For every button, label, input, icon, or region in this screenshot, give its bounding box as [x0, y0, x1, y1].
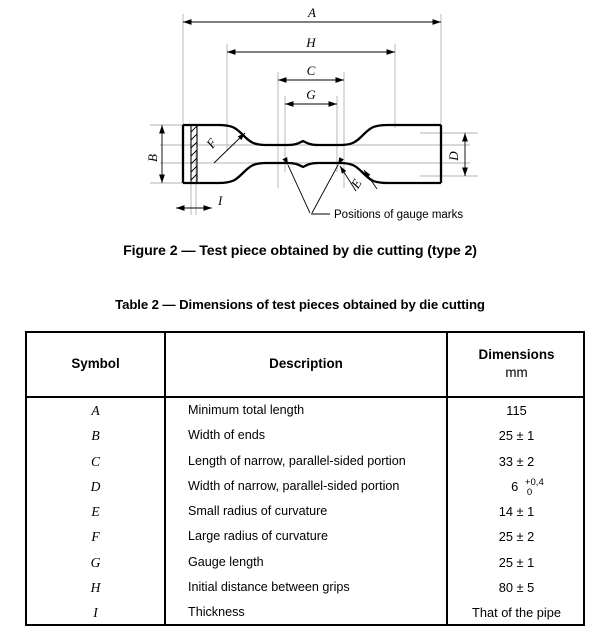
- gauge-mark-leader: [282, 157, 344, 215]
- table-cell-symbol: G: [90, 554, 101, 570]
- table-cell-dimension: 115: [506, 403, 527, 418]
- table-row: G Gauge length 25 ± 1: [25, 550, 585, 575]
- table-cell-description: Length of narrow, parallel-sided portion: [188, 453, 406, 468]
- table-cell-description: Minimum total length: [188, 403, 305, 417]
- table-header-dimensions-unit: mm: [505, 364, 528, 380]
- table-caption: Table 2 — Dimensions of test pieces obta…: [115, 297, 485, 312]
- dimension-line-h: H: [227, 35, 395, 55]
- dimension-label-c: C: [307, 63, 316, 78]
- figure-drawing: A H C G: [0, 0, 600, 232]
- dimension-line-i: I: [176, 193, 223, 211]
- table-cell-description: Width of ends: [188, 428, 266, 443]
- table-cell-description: Width of narrow, parallel-sided portion: [188, 478, 400, 493]
- table-cell-symbol: C: [90, 453, 101, 469]
- centre-lines: [150, 124, 478, 184]
- table-cell-symbol: A: [91, 403, 100, 418]
- dimension-line-a: A: [183, 5, 441, 25]
- table-header-description-label: Description: [269, 355, 343, 371]
- dimension-line-c: C: [278, 63, 344, 83]
- table-cell-description: Large radius of curvature: [188, 529, 329, 544]
- table-cell-description: Gauge length: [188, 554, 264, 569]
- table-cell-description: Thickness: [188, 605, 245, 620]
- table-header-symbol: Symbol: [27, 331, 164, 396]
- table-header-symbol-label: Symbol: [71, 355, 120, 371]
- table-row: E Small radius of curvature 14 ± 1: [25, 499, 585, 524]
- dimension-label-i: I: [217, 193, 223, 208]
- table-cell-description: Initial distance between grips: [188, 580, 350, 595]
- dimension-label-g: G: [306, 87, 316, 102]
- table-row: C Length of narrow, parallel-sided portio…: [25, 449, 585, 474]
- table-cell-symbol: B: [91, 428, 100, 444]
- dimension-label-e: E: [347, 176, 364, 192]
- table-row: I Thickness That of the pipe: [25, 600, 585, 625]
- leader-f: F: [202, 132, 246, 164]
- table-row: A Minimum total length 115: [25, 398, 585, 423]
- table-cell-symbol: I: [93, 605, 98, 621]
- figure-caption: Figure 2 — Test piece obtained by die cu…: [123, 243, 477, 259]
- table-header-description: Description: [166, 331, 446, 396]
- dimension-line-g: G: [285, 87, 337, 107]
- table-cell-symbol: E: [91, 504, 100, 520]
- table-header-dimensions: Dimensions mm: [448, 331, 585, 396]
- table-cell-dimension: 80 ± 5: [498, 580, 535, 596]
- table-cell-dimension: 25 ± 1: [498, 428, 535, 444]
- table-cell-symbol: F: [91, 529, 100, 545]
- table-cell-dimension: 25 ± 2: [498, 529, 535, 545]
- table-row: D Width of narrow, parallel-sided portion…: [25, 474, 585, 499]
- dimension-label-h: H: [305, 35, 316, 50]
- dimension-label-d: D: [446, 151, 461, 162]
- dimension-label-b: B: [145, 154, 160, 162]
- specimen-outline: [181, 123, 443, 185]
- dimension-line-b: B: [145, 125, 165, 183]
- table-cell-symbol: D: [90, 478, 101, 494]
- table-row: B Width of ends 25 ± 1: [25, 423, 585, 448]
- dimension-label-a: A: [307, 5, 316, 20]
- gauge-marks-annotation: Positions of gauge marks: [334, 209, 463, 221]
- dimension-line-d: D: [446, 133, 468, 176]
- table-cell-dimension: 14 ± 1: [498, 504, 535, 520]
- table-header-divider: [25, 396, 585, 399]
- table-cell-dimension: 33 ± 2: [498, 453, 535, 469]
- tolerance-upper: +0,4: [524, 476, 544, 488]
- dimension-label-f: F: [202, 135, 220, 152]
- section-hatching: [190, 125, 198, 183]
- table-cell-description: Small radius of curvature: [188, 504, 328, 519]
- table-row: F Large radius of curvature 25 ± 2: [25, 524, 585, 549]
- table-cell-dimension: That of the pipe: [472, 605, 561, 621]
- dimension-value: 6: [511, 478, 522, 494]
- table-header-dimensions-label: Dimensions: [478, 347, 555, 363]
- table-cell-dimension: 25 ± 1: [498, 554, 535, 570]
- table-cell-symbol: H: [90, 580, 101, 596]
- table-row: H Initial distance between grips 80 ± 5: [25, 575, 585, 600]
- table-column-divider-1: [164, 331, 166, 626]
- table-column-divider-2: [446, 331, 448, 626]
- tolerance-lower: 0: [526, 486, 533, 498]
